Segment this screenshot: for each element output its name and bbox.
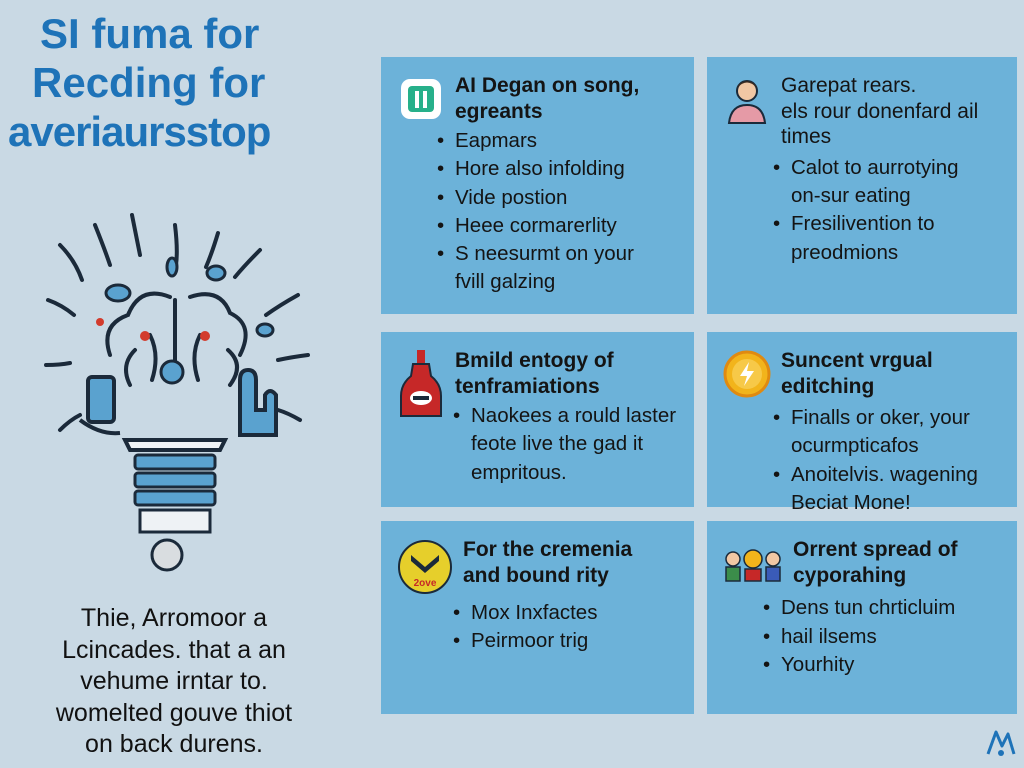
list-item: Dens tun chrticluim (763, 594, 1003, 623)
list-item-text: on-sur eating (791, 184, 911, 208)
corner-logo-icon (986, 730, 1016, 756)
list-item: Hore also infolding (437, 155, 680, 184)
bottle-icon (400, 350, 442, 417)
caption-line: on back durens. (85, 730, 263, 758)
list-item-text: Calot to aurrotying (791, 155, 959, 179)
badge-icon: 2ove (398, 540, 452, 594)
list-item-text: feote live the gad it (471, 432, 644, 456)
card-heading: AI Degan on song, (455, 74, 640, 97)
list-item: Naokees a rould laster feote live the ga… (453, 402, 680, 487)
list-item: Finalls or oker, your ocurmpticafos (773, 404, 1003, 461)
card-heading: els rour donenfard ail (781, 99, 979, 123)
list-item-continuation: fvill galzing (455, 270, 556, 294)
list-item: Mox Inxfactes (453, 599, 680, 628)
info-card-3: Bmild entogy of tenframiations Naokees a… (381, 332, 694, 507)
list-item-text: empritous. (471, 460, 567, 484)
list-item: Calot to aurrotying on-sur eating (773, 154, 1003, 211)
list-item-text: ocurmpticafos (791, 434, 919, 458)
list-item: Eapmars (437, 127, 680, 156)
card-heading: editching (781, 374, 875, 398)
app-icon (401, 79, 441, 119)
list-item: hail ilsems (763, 623, 1003, 652)
card-heading: Bmild entogy of (455, 349, 614, 372)
card-heading: For the cremenia (463, 538, 633, 561)
lightbulb-brain-illustration (44, 213, 310, 572)
caption-line: womelted gouve thiot (55, 698, 293, 727)
card-heading: Garepat rears. (781, 74, 917, 97)
list-item-text: Anoitelvis. wagening (791, 462, 978, 486)
caption-line: vehume irntar to. (80, 667, 268, 695)
list-item-text: preodmions (791, 240, 899, 264)
person-icon (727, 80, 767, 124)
card-heading: times (781, 125, 832, 149)
list-item: Heee cormarerlity (437, 212, 680, 241)
list-item: Anoitelvis. wagening Beciat Mone! (773, 461, 1003, 518)
title-line-2: Recding for (32, 59, 266, 107)
list-item: Vide postion (437, 184, 680, 213)
list-item: Fresilivention to preodmions (773, 210, 1003, 267)
list-item: Yourhity (763, 651, 1003, 680)
coin-icon (723, 350, 771, 398)
info-card-4: Suncent vrgual editching Finalls or oker… (707, 332, 1017, 514)
caption-line: Lcincades. that a an (62, 635, 286, 664)
people-icon (725, 549, 781, 582)
card-heading: Orrent spread of (793, 538, 958, 561)
poster-title: SI fuma for Recding for averiaursstop (8, 10, 368, 155)
card-heading: Suncent vrgual (781, 349, 933, 372)
list-item-text: Fresilivention to (791, 212, 935, 236)
caption-line: Thie, Arromoor a (80, 604, 268, 632)
list-item-text: Naokees a rould laster (471, 404, 677, 427)
info-card-6: Orrent spread of cyporahing Dens tun chr… (707, 521, 1017, 714)
card-heading: cyporahing (793, 563, 907, 587)
card-heading: egreants (455, 99, 543, 123)
list-item-text: Finalls or oker, your (791, 406, 970, 429)
caption-text: Thie, Arromoor a Lcincades. that a an ve… (24, 603, 324, 761)
info-card-5: 2ove For the cremenia and bound rity Mox… (381, 521, 694, 714)
list-item: Peirmoor trig (453, 627, 680, 656)
list-item-text: Beciat Mone! (791, 490, 911, 514)
list-item: S neesurmt on your (437, 240, 680, 269)
card-heading: tenframiations (455, 374, 600, 398)
badge-text: 2ove (414, 578, 437, 589)
info-card-1: AI Degan on song, egreants Eapmars Hore … (381, 57, 694, 314)
card-heading: and bound rity (463, 563, 609, 587)
info-card-2: Garepat rears. els rour donenfard ail ti… (707, 57, 1017, 314)
title-line-3: averiaursstop (8, 108, 271, 156)
title-line-1: SI fuma for (40, 10, 260, 57)
